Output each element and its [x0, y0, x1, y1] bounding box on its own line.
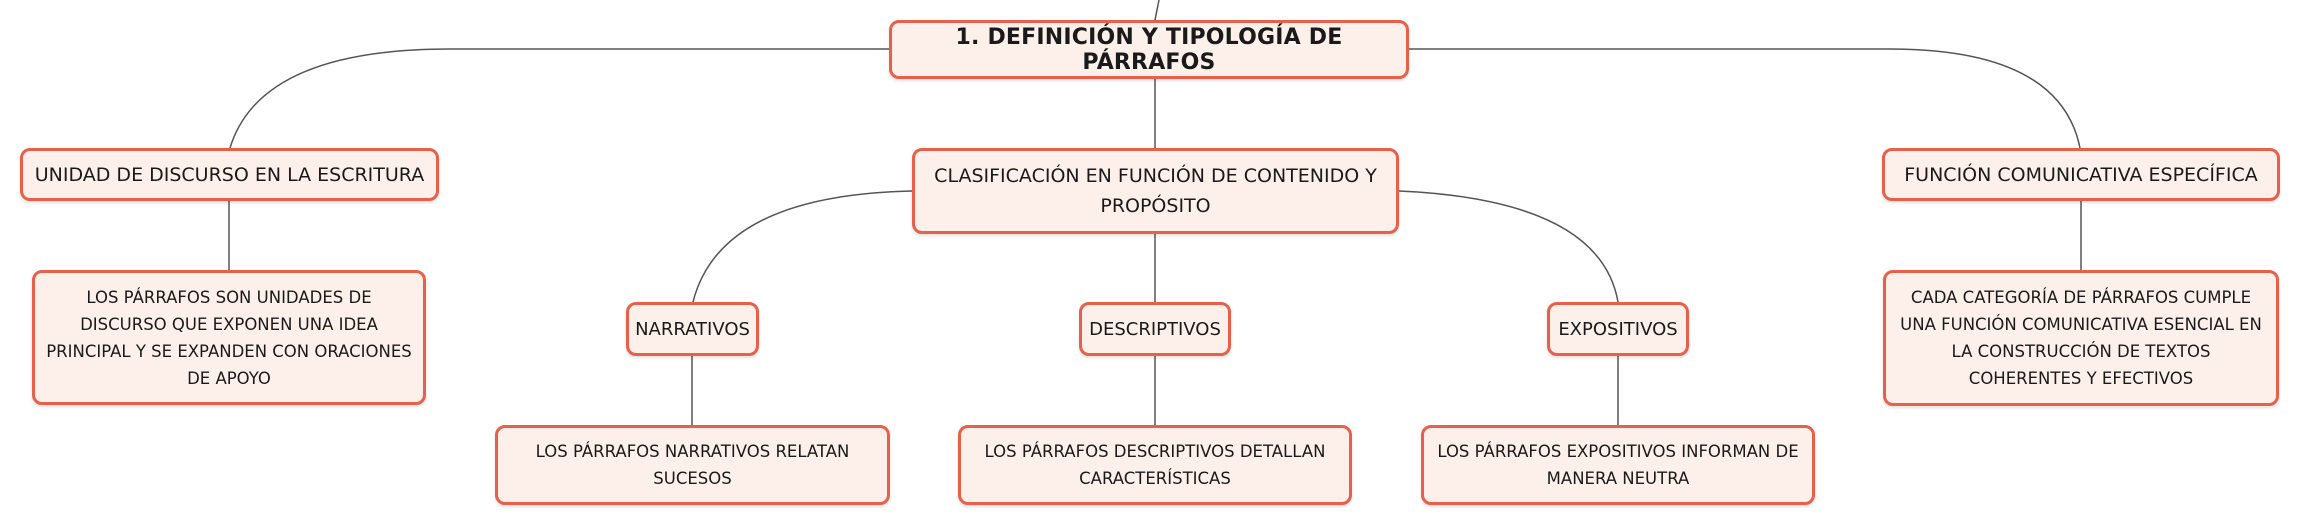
detail-unidad-discurso[interactable]: LOS PÁRRAFOS SON UNIDADES DE DISCURSO QU…	[32, 270, 426, 405]
subtopic-descriptivos[interactable]: DESCRIPTIVOS	[1079, 302, 1231, 356]
subtopic-label: DESCRIPTIVOS	[1089, 318, 1221, 340]
detail-expositivos[interactable]: LOS PÁRRAFOS EXPOSITIVOS INFORMAN DE MAN…	[1421, 425, 1815, 505]
detail-text: CADA CATEGORÍA DE PÁRRAFOS CUMPLE UNA FU…	[1900, 288, 2262, 388]
topic-unidad-discurso[interactable]: UNIDAD DE DISCURSO EN LA ESCRITURA	[20, 148, 439, 201]
subtopic-narrativos[interactable]: NARRATIVOS	[626, 302, 759, 356]
detail-text: LOS PÁRRAFOS NARRATIVOS RELATAN SUCESOS	[535, 442, 850, 488]
detail-descriptivos[interactable]: LOS PÁRRAFOS DESCRIPTIVOS DETALLAN CARAC…	[958, 425, 1352, 505]
subtopic-label: NARRATIVOS	[635, 318, 750, 340]
connector-root-top	[1154, 0, 1160, 21]
topic-label: UNIDAD DE DISCURSO EN LA ESCRITURA	[34, 163, 425, 186]
topic-clasificacion[interactable]: CLASIFICACIÓN EN FUNCIÓN DE CONTENIDO Y …	[912, 148, 1399, 234]
root-topic-label: 1. DEFINICIÓN Y TIPOLOGÍA DE PÁRRAFOS	[955, 24, 1343, 75]
detail-narrativos[interactable]: LOS PÁRRAFOS NARRATIVOS RELATAN SUCESOS	[495, 425, 890, 505]
connector-root-right	[1408, 48, 2081, 149]
detail-funcion-comunicativa[interactable]: CADA CATEGORÍA DE PÁRRAFOS CUMPLE UNA FU…	[1883, 270, 2279, 406]
topic-label: CLASIFICACIÓN EN FUNCIÓN DE CONTENIDO Y …	[934, 165, 1377, 217]
root-topic[interactable]: 1. DEFINICIÓN Y TIPOLOGÍA DE PÁRRAFOS	[889, 20, 1409, 79]
connector-root-left	[229, 48, 890, 149]
connector-center-narrativos	[692, 190, 913, 303]
detail-text: LOS PÁRRAFOS SON UNIDADES DE DISCURSO QU…	[46, 287, 412, 388]
topic-label: FUNCIÓN COMUNICATIVA ESPECÍFICA	[1904, 163, 2258, 186]
topic-funcion-comunicativa[interactable]: FUNCIÓN COMUNICATIVA ESPECÍFICA	[1882, 148, 2280, 201]
detail-text: LOS PÁRRAFOS DESCRIPTIVOS DETALLAN CARAC…	[984, 442, 1326, 488]
subtopic-label: EXPOSITIVOS	[1558, 318, 1678, 340]
connector-center-expositivos	[1398, 190, 1619, 303]
subtopic-expositivos[interactable]: EXPOSITIVOS	[1547, 302, 1689, 356]
detail-text: LOS PÁRRAFOS EXPOSITIVOS INFORMAN DE MAN…	[1437, 442, 1799, 488]
